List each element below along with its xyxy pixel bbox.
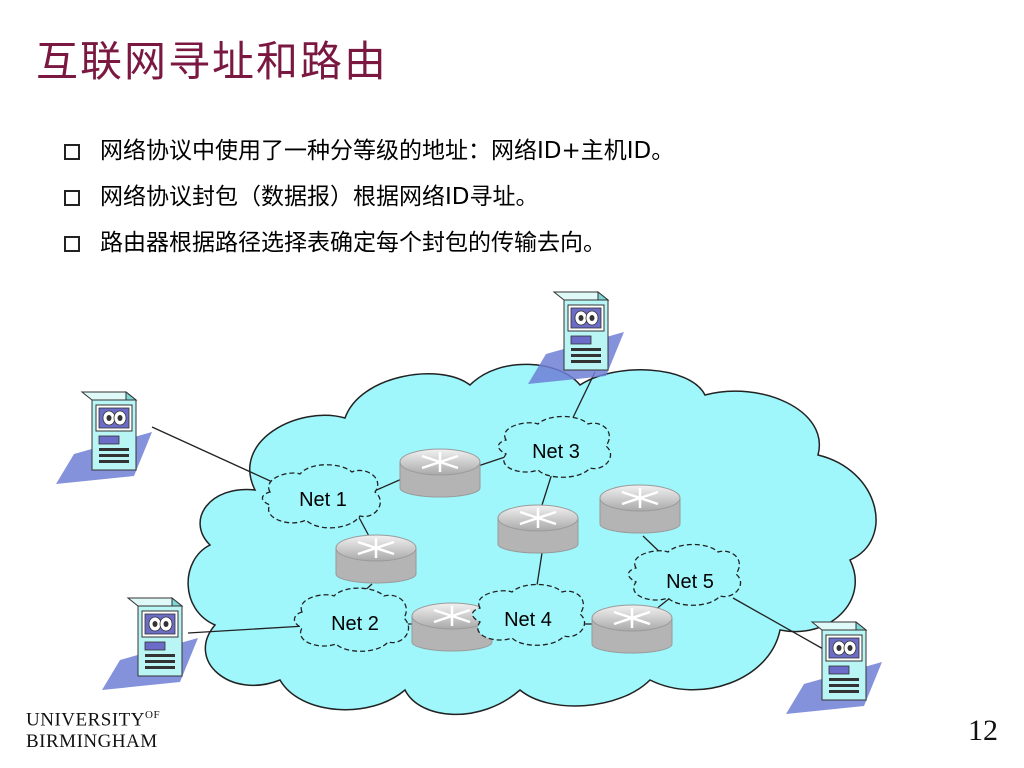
square-bullet-icon [64, 190, 80, 206]
square-bullet-icon [64, 236, 80, 252]
net-cloud-2: Net 2 [293, 587, 410, 652]
router-icon [496, 503, 580, 555]
page-number: 12 [968, 714, 998, 747]
net-cloud-3: Net 3 [497, 415, 612, 478]
net-label: Net 5 [666, 571, 714, 593]
router-icon [598, 483, 682, 535]
net-label: Net 3 [532, 441, 580, 463]
bullet-list: 网络协议中使用了一种分等级的地址：网络ID+主机ID。 网络协议封包（数据报）根… [64, 128, 674, 266]
router-icon [398, 447, 482, 499]
bullet-text: 路由器根据路径选择表确定每个封包的传输去向。 [100, 230, 606, 256]
computer-icon [55, 391, 153, 485]
router-icon [590, 603, 674, 655]
university-logo: UNIVERSITYOF BIRMINGHAM [26, 704, 160, 753]
computer-icon [101, 597, 199, 691]
net-label: Net 4 [504, 609, 552, 631]
bullet-text: 网络协议封包（数据报）根据网络ID寻址。 [100, 184, 539, 210]
net-label: Net 1 [299, 489, 347, 511]
bullet-item: 网络协议中使用了一种分等级的地址：网络ID+主机ID。 [64, 128, 674, 174]
logo-line-1: UNIVERSITY [26, 709, 145, 731]
router-icon [334, 533, 418, 585]
net-cloud-1: Net 1 [261, 464, 381, 529]
bullet-item: 路由器根据路径选择表确定每个封包的传输去向。 [64, 220, 674, 266]
logo-of: OF [145, 709, 161, 721]
bullet-item: 网络协议封包（数据报）根据网络ID寻址。 [64, 174, 674, 220]
net-label: Net 2 [331, 613, 379, 635]
computer-icon [527, 291, 625, 385]
net-cloud-4: Net 4 [471, 583, 586, 646]
bullet-text: 网络协议中使用了一种分等级的地址：网络ID+主机ID。 [100, 138, 675, 164]
logo-line-2: BIRMINGHAM [26, 731, 158, 753]
slide-title: 互联网寻址和路由 [36, 37, 389, 86]
net-cloud-5: Net 5 [627, 543, 742, 606]
square-bullet-icon [64, 144, 80, 160]
